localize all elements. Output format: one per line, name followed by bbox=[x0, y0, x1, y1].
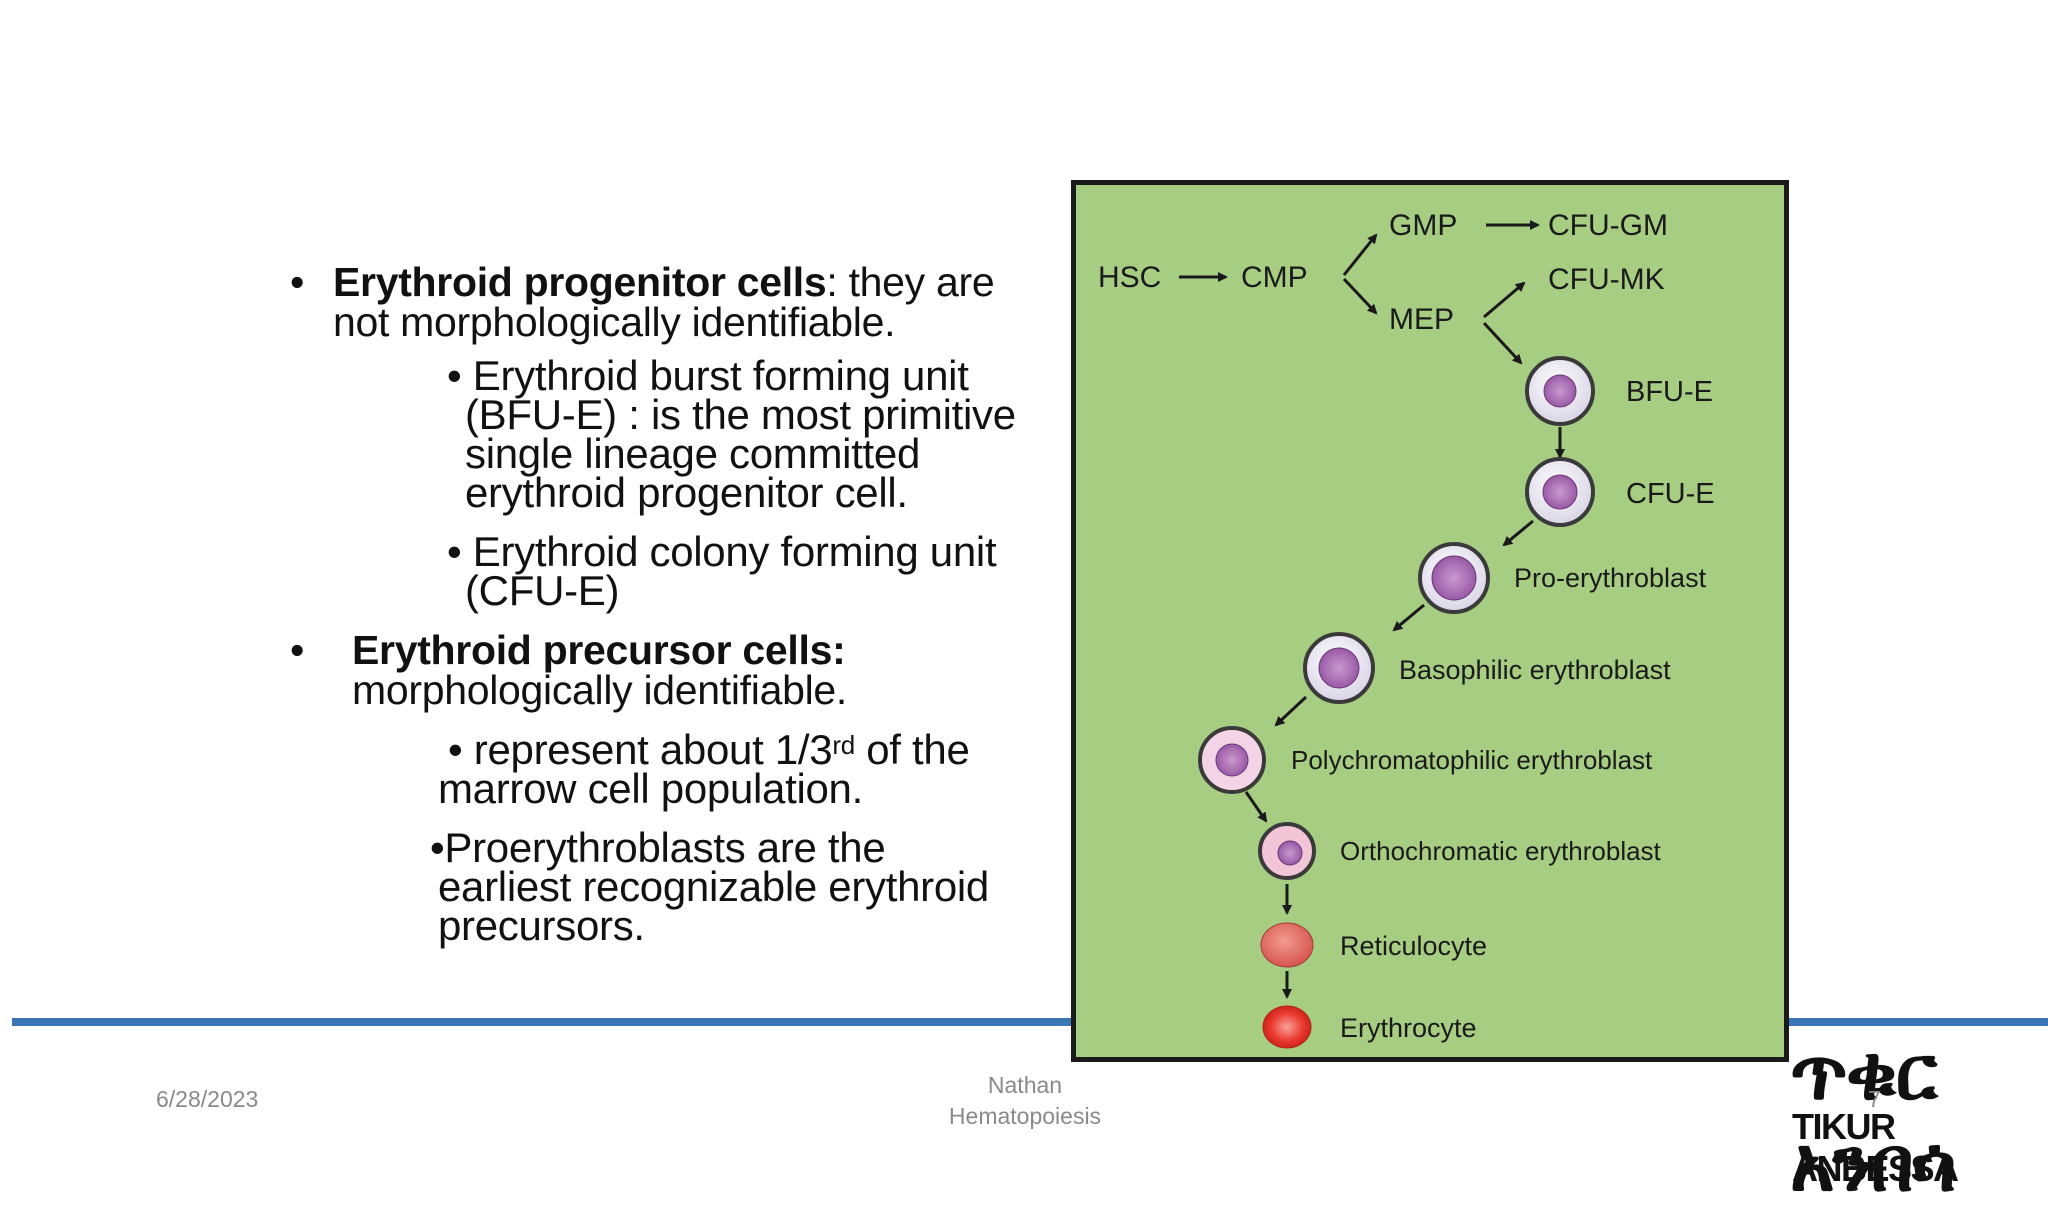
arrow-cfue-pro bbox=[1502, 519, 1534, 547]
bullet-precursor-title: Erythroid precursor cells: bbox=[352, 627, 846, 673]
arrow-pro-baso bbox=[1392, 603, 1425, 632]
nucleus-basophilic-erythroblast bbox=[1318, 647, 1360, 689]
represent-superscript: rd bbox=[832, 730, 855, 760]
arrow-cmp-mep bbox=[1342, 277, 1378, 315]
page-number: 7 bbox=[1868, 1086, 1881, 1112]
subbullet-pro-line3: precursors. bbox=[438, 902, 645, 949]
footer-author: Nathan bbox=[987, 1072, 1063, 1098]
erythropoiesis-diagram: HSC CMP GMP CFU-GM MEP CFU-MK BFU-E CFU-… bbox=[1071, 180, 1789, 1062]
subbullet-pro-line1: •Proerythroblasts are the bbox=[430, 824, 886, 871]
label-erythrocyte: Erythrocyte bbox=[1340, 1013, 1477, 1043]
label-hsc: HSC bbox=[1098, 261, 1161, 294]
footer-rule bbox=[12, 1018, 2048, 1026]
arrow-mep-bfue bbox=[1482, 321, 1523, 365]
bullet-progenitor-title: Erythroid progenitor cells bbox=[333, 259, 827, 305]
nucleus-orthochromatic-erythroblast bbox=[1277, 840, 1303, 866]
subbullet-bfu-line1: • Erythroid burst forming unit bbox=[447, 352, 969, 399]
label-pro-erythroblast: Pro-erythroblast bbox=[1514, 563, 1707, 593]
subbullet-bfu: • Erythroid burst forming unit (BFU-E) :… bbox=[447, 352, 1080, 516]
cell-reticulocyte bbox=[1260, 922, 1314, 968]
nucleus-bfu-e bbox=[1543, 374, 1577, 408]
label-bfu-e: BFU-E bbox=[1626, 376, 1713, 408]
bullet-progenitor: • Erythroid progenitor cells: they are n… bbox=[290, 259, 1080, 345]
label-gmp: GMP bbox=[1389, 209, 1457, 242]
label-cfu-e: CFU-E bbox=[1626, 478, 1715, 510]
label-orthochromatic-erythroblast: Orthochromatic erythroblast bbox=[1340, 836, 1662, 866]
arrow-cmp-gmp bbox=[1342, 233, 1378, 276]
label-cmp: CMP bbox=[1241, 261, 1308, 294]
nucleus-cfu-e bbox=[1542, 474, 1578, 510]
label-polychromatophilic-erythroblast: Polychromatophilic erythroblast bbox=[1291, 745, 1653, 775]
subbullet-represent-line2: marrow cell population. bbox=[438, 765, 863, 812]
bullet-progenitor-rest: : they are bbox=[826, 259, 995, 305]
bullet-precursor: • Erythroid precursor cells: morphologic… bbox=[290, 627, 1080, 713]
bullet-precursor-line2: morphologically identifiable. bbox=[352, 667, 847, 713]
represent-text-post: of the bbox=[854, 726, 970, 773]
nucleus-polychromatophilic-erythroblast bbox=[1215, 743, 1249, 777]
nucleus-pro-erythroblast bbox=[1431, 555, 1477, 601]
subbullet-cfu-line1: • Erythroid colony forming unit bbox=[447, 528, 997, 575]
arrow-poly-ortho bbox=[1244, 791, 1268, 823]
subbullet-represent-line1: • represent about 1/3rd of the bbox=[448, 729, 1080, 771]
bullet-progenitor-line2: not morphologically identifiable. bbox=[333, 299, 896, 345]
footer-center: Nathan Hematopoiesis bbox=[930, 1070, 1120, 1132]
represent-text: • represent about 1/3 bbox=[448, 726, 833, 773]
subbullet-cfu-line2: (CFU-E) bbox=[465, 567, 620, 614]
cell-erythrocyte bbox=[1262, 1005, 1312, 1049]
subbullet-bfu-line4: erythroid progenitor cell. bbox=[465, 469, 908, 516]
label-basophilic-erythroblast: Basophilic erythroblast bbox=[1399, 655, 1671, 685]
arrow-baso-poly bbox=[1274, 695, 1308, 727]
logo-text: TIKUR ANBESSA bbox=[1792, 1106, 1959, 1189]
slide-text: • Erythroid progenitor cells: they are n… bbox=[290, 259, 1080, 949]
label-cfu-gm: CFU-GM bbox=[1548, 209, 1668, 242]
label-cfu-mk: CFU-MK bbox=[1548, 263, 1665, 296]
tikur-anbessa-logo: ጥቁር አንበሳ TIKUR ANBESSA bbox=[1790, 1022, 2048, 1208]
subbullet-bfu-line2: (BFU-E) : is the most primitive bbox=[465, 391, 1016, 438]
diagram-svg: HSC CMP GMP CFU-GM MEP CFU-MK BFU-E CFU-… bbox=[1098, 209, 1715, 1049]
subbullet-pro-line2: earliest recognizable erythroid bbox=[438, 863, 989, 910]
footer-topic: Hematopoiesis bbox=[948, 1103, 1102, 1129]
subbullet-proerythroblast: •Proerythroblasts are the earliest recog… bbox=[430, 827, 1080, 949]
label-reticulocyte: Reticulocyte bbox=[1340, 931, 1487, 961]
subbullet-bfu-line3: single lineage committed bbox=[465, 430, 921, 477]
subbullet-represent: • represent about 1/3rd of the marrow ce… bbox=[438, 729, 1080, 812]
bullet-dot: • bbox=[290, 627, 305, 673]
bullet-dot: • bbox=[290, 259, 305, 305]
arrow-mep-cfumk bbox=[1483, 281, 1526, 319]
footer-date: 6/28/2023 bbox=[156, 1086, 259, 1112]
subbullet-cfu: • Erythroid colony forming unit (CFU-E) bbox=[447, 528, 1080, 614]
label-mep: MEP bbox=[1389, 303, 1454, 336]
